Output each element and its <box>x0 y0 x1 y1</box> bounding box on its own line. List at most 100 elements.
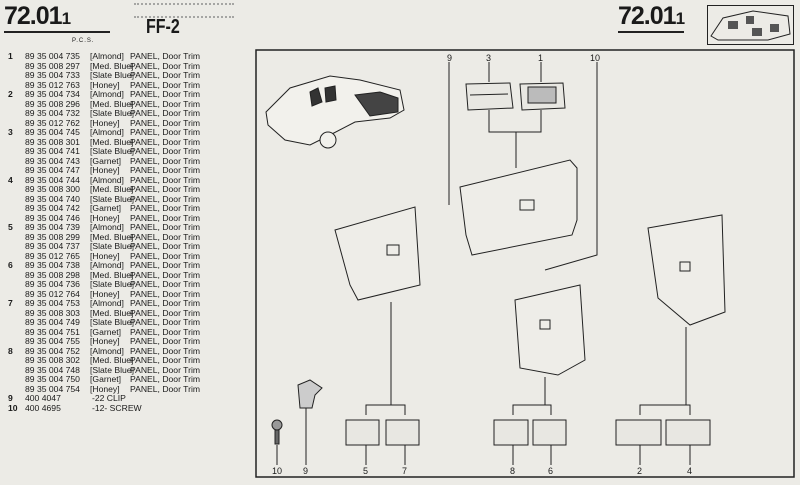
door-trim-panel-rear-middle <box>514 284 586 376</box>
trim-color: Almond <box>90 260 124 271</box>
part-description: PANEL, Door Trim <box>130 222 201 232</box>
part-description: PANEL, Door Trim <box>130 146 201 156</box>
part-description: PANEL, Door Trim <box>130 355 201 365</box>
part-number: 89 35 004 754 <box>25 383 80 394</box>
part-number: 89 35 004 742 <box>25 203 80 213</box>
item-number: 7 <box>8 298 13 308</box>
part-number: 89 35 004 740 <box>25 193 80 204</box>
trim-color: Med. Blue <box>90 184 133 195</box>
part-description: PANEL, Door Trim <box>130 326 201 337</box>
part-number: 400 4047 <box>25 393 61 403</box>
part-description: PANEL, Door Trim <box>130 79 201 90</box>
door-trim-panel-3 <box>465 82 514 111</box>
part-number: 89 35 004 752 <box>25 345 80 356</box>
part-description: PANEL, Door Trim <box>130 374 201 384</box>
part-description: PANEL, Door Trim <box>130 364 201 375</box>
door-trim-panel-1 <box>519 82 566 111</box>
part-description: PANEL, Door Trim <box>130 155 201 166</box>
part-number: 89 35 004 732 <box>25 108 80 118</box>
part-number: 89 35 008 299 <box>25 231 80 242</box>
part-description: PANEL, Door Trim <box>130 307 201 318</box>
trim-color: Med. Blue <box>90 61 133 72</box>
part-number: 89 35 004 755 <box>25 336 80 346</box>
trim-color: Honey <box>90 384 120 395</box>
vehicle-thumbnail <box>707 5 794 45</box>
trim-color: Med. Blue <box>90 308 133 319</box>
item-number: 1 <box>8 51 13 61</box>
item-number: 10 <box>8 402 18 413</box>
part-description: PANEL, Door Trim <box>130 193 201 204</box>
door-trim-panel-right <box>647 214 726 326</box>
part-number: 89 35 008 303 <box>25 307 80 318</box>
item-number: 3 <box>8 127 13 137</box>
trim-color: Almond <box>90 222 124 233</box>
trim-color: Med. Blue <box>90 137 133 148</box>
callout-8: 8 <box>510 466 516 476</box>
item-number: 6 <box>8 260 13 270</box>
trim-color: Slate Blue <box>90 108 134 119</box>
part-number: 89 35 004 733 <box>25 70 80 80</box>
callout-6: 6 <box>548 466 554 476</box>
trim-color: Slate Blue <box>90 70 134 81</box>
part-number: 89 35 012 763 <box>25 79 80 90</box>
part-number: 89 35 004 753 <box>25 298 80 308</box>
part-description: PANEL, Door Trim <box>130 269 201 280</box>
trim-color: Slate Blue <box>90 146 134 157</box>
part-number: 89 35 004 744 <box>25 174 80 185</box>
callout-10: 10 <box>272 466 283 476</box>
callout-5: 5 <box>363 466 369 476</box>
part-description: PANEL, Door Trim <box>130 203 201 213</box>
part-description: PANEL, Door Trim <box>130 212 201 223</box>
item-number: 4 <box>8 174 13 185</box>
trim-color: Honey <box>90 80 120 91</box>
part-description: PANEL, Door Trim <box>130 165 201 175</box>
trim-color: Almond <box>90 89 124 100</box>
trim-color: Almond <box>90 51 124 62</box>
part-number: 89 35 004 743 <box>25 155 80 166</box>
part-number: 89 35 004 735 <box>25 51 80 61</box>
leader-lines-bottom <box>276 302 691 465</box>
trim-color: Med. Blue <box>90 355 133 366</box>
part-description: PANEL, Door Trim <box>130 260 201 270</box>
callout-1: 1 <box>538 53 544 63</box>
part-description: PANEL, Door Trim <box>130 231 201 242</box>
trim-color: Honey <box>90 213 120 224</box>
part-description: PANEL, Door Trim <box>130 279 201 289</box>
part-description: PANEL, Door Trim <box>130 288 201 299</box>
part-description: PANEL, Door Trim <box>130 51 201 61</box>
trim-color: Garnet <box>90 156 121 167</box>
part-description: PANEL, Door Trim <box>130 89 201 99</box>
part-description: -22 CLIP <box>92 393 126 403</box>
trim-color: Almond <box>90 346 124 357</box>
part-number: 89 35 004 739 <box>25 222 80 232</box>
door-trim-small-panels <box>345 419 711 446</box>
item-number: 2 <box>8 89 13 99</box>
trim-color: Slate Blue <box>90 365 134 376</box>
trim-color: Honey <box>90 251 120 262</box>
part-number: 89 35 012 762 <box>25 117 80 128</box>
part-description: PANEL, Door Trim <box>130 108 201 118</box>
part-number: 89 35 004 741 <box>25 146 80 156</box>
callout-9-top: 9 <box>447 53 453 63</box>
part-number: 89 35 004 736 <box>25 279 80 289</box>
trim-color: Slate Blue <box>90 194 134 205</box>
trim-color: Slate Blue <box>90 241 134 252</box>
trim-color: Honey <box>90 118 120 129</box>
item-number: 9 <box>8 393 13 403</box>
page-number: 72.011 <box>4 2 111 33</box>
callout-7: 7 <box>402 466 408 476</box>
part-description: PANEL, Door Trim <box>130 317 201 327</box>
part-number: 89 35 004 745 <box>25 127 80 137</box>
part-number: 89 35 008 300 <box>25 184 80 194</box>
part-description: PANEL, Door Trim <box>130 250 201 261</box>
callout-10-top: 10 <box>590 53 601 63</box>
header-reference-text <box>134 3 234 18</box>
callout-2: 2 <box>637 466 643 476</box>
item-number: 5 <box>8 222 13 232</box>
trim-color: Honey <box>90 336 120 347</box>
part-description: PANEL, Door Trim <box>130 70 201 80</box>
part-description: PANEL, Door Trim <box>130 127 201 137</box>
part-number: 400 4695 <box>25 402 61 413</box>
part-description: PANEL, Door Trim <box>130 136 201 147</box>
trim-color: Med. Blue <box>90 270 133 281</box>
